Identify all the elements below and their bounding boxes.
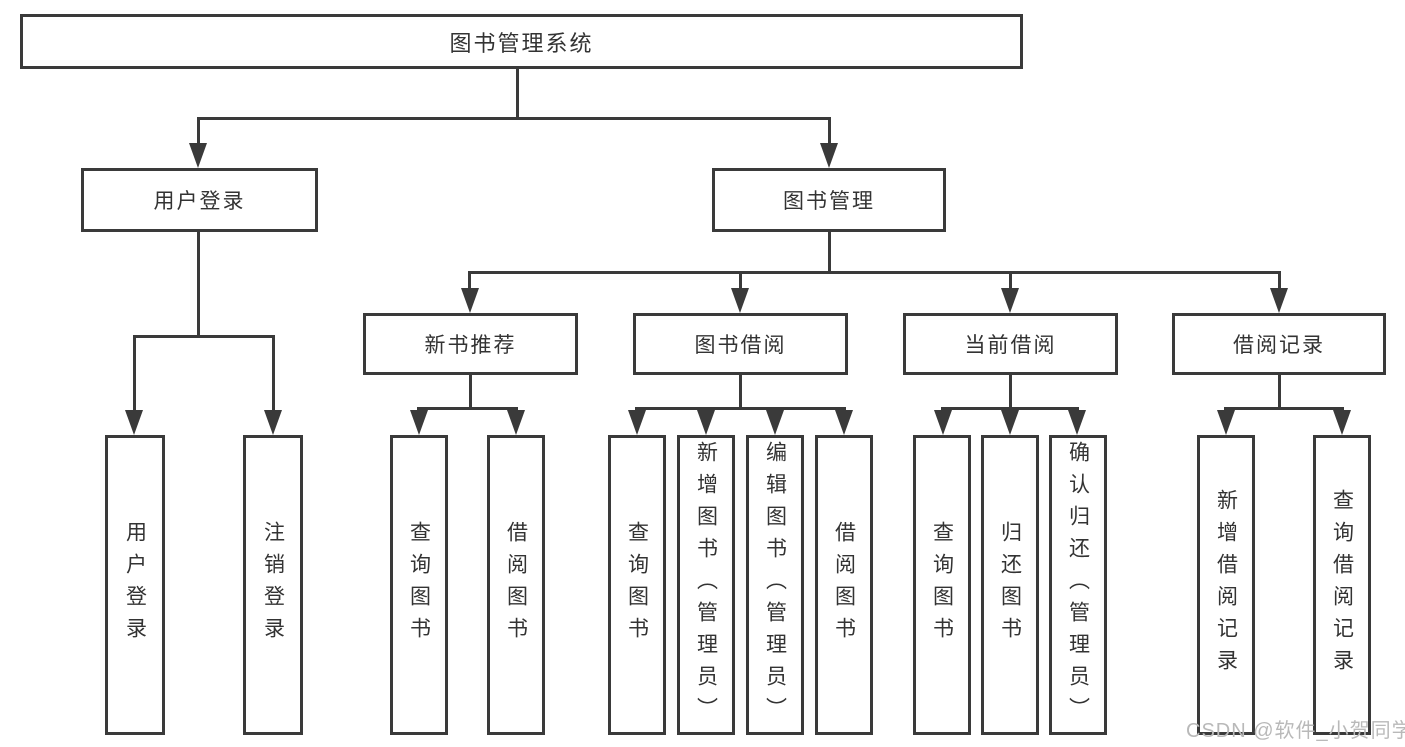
leaf-query-books-borrow-label: 查询图书 <box>625 521 649 649</box>
leaf-borrow-books-recommend: 借阅图书 <box>487 435 545 735</box>
arrow-down-icon <box>410 410 428 435</box>
node-book-borrow: 图书借阅 <box>633 313 848 375</box>
arrow-down-icon <box>934 410 952 435</box>
connector-line <box>828 117 831 150</box>
arrow-down-icon <box>1333 410 1351 435</box>
leaf-query-books-current-label: 查询图书 <box>930 521 954 649</box>
connector-line <box>468 271 1281 274</box>
leaf-add-book-admin: 新增图书（管理员） <box>677 435 735 735</box>
arrow-down-icon <box>1270 288 1288 313</box>
leaf-return-books: 归还图书 <box>981 435 1039 735</box>
leaf-add-book-admin-label: 新增图书（管理员） <box>694 441 718 729</box>
connector-line <box>739 271 742 292</box>
connector-line <box>1009 375 1012 409</box>
arrow-down-icon <box>264 410 282 435</box>
leaf-borrow-books: 借阅图书 <box>815 435 873 735</box>
leaf-borrow-books-label: 借阅图书 <box>832 521 856 649</box>
node-new-book-recommend: 新书推荐 <box>363 313 578 375</box>
node-user-login-label: 用户登录 <box>153 190 246 213</box>
arrow-down-icon <box>125 410 143 435</box>
node-borrow-records-label: 借阅记录 <box>1233 334 1325 357</box>
leaf-query-books-current: 查询图书 <box>913 435 971 735</box>
leaf-return-books-label: 归还图书 <box>998 521 1022 649</box>
node-library-system: 图书管理系统 <box>20 14 1023 69</box>
leaf-edit-book-admin-label: 编辑图书（管理员） <box>763 441 787 729</box>
connector-line <box>272 335 275 414</box>
node-current-borrow-label: 当前借阅 <box>964 334 1057 357</box>
arrow-down-icon <box>1068 410 1086 435</box>
arrow-down-icon <box>507 410 525 435</box>
node-borrow-records: 借阅记录 <box>1172 313 1386 375</box>
connector-line <box>1278 271 1281 292</box>
connector-line <box>516 69 519 117</box>
leaf-logout-label: 注销登录 <box>261 521 285 649</box>
connector-line <box>635 407 846 410</box>
arrow-down-icon <box>628 410 646 435</box>
connector-line <box>197 117 200 150</box>
connector-line <box>828 232 831 273</box>
connector-line <box>468 271 471 292</box>
arrow-down-icon <box>461 288 479 313</box>
leaf-add-borrow-record-label: 新增借阅记录 <box>1214 489 1238 681</box>
connector-line <box>197 117 831 120</box>
connector-line <box>1009 271 1012 292</box>
leaf-user-login-label: 用户登录 <box>123 521 147 649</box>
node-book-borrow-label: 图书借阅 <box>694 334 787 357</box>
node-book-management-label: 图书管理 <box>783 190 875 213</box>
connector-line <box>133 335 136 414</box>
arrow-down-icon <box>1217 410 1235 435</box>
leaf-query-books-borrow: 查询图书 <box>608 435 666 735</box>
arrow-down-icon <box>189 143 207 168</box>
arrow-down-icon <box>835 410 853 435</box>
leaf-query-borrow-record: 查询借阅记录 <box>1313 435 1371 735</box>
node-user-login: 用户登录 <box>81 168 318 232</box>
node-current-borrow: 当前借阅 <box>903 313 1118 375</box>
connector-line <box>197 232 200 338</box>
leaf-query-books-recommend-label: 查询图书 <box>407 521 431 649</box>
leaf-user-login: 用户登录 <box>105 435 165 735</box>
leaf-borrow-books-recommend-label: 借阅图书 <box>504 521 528 649</box>
connector-line <box>469 375 472 409</box>
leaf-query-books-recommend: 查询图书 <box>390 435 448 735</box>
connector-line <box>941 407 1079 410</box>
node-library-system-label: 图书管理系统 <box>449 30 594 56</box>
connector-line <box>1224 407 1344 410</box>
node-book-management: 图书管理 <box>712 168 946 232</box>
connector-line <box>417 407 518 410</box>
arrow-down-icon <box>1001 410 1019 435</box>
arrow-down-icon <box>697 410 715 435</box>
connector-line <box>133 335 275 338</box>
leaf-logout: 注销登录 <box>243 435 303 735</box>
watermark: CSDN @软件_小贺同学 <box>1186 720 1405 742</box>
connector-line <box>1278 375 1281 409</box>
arrow-down-icon <box>731 288 749 313</box>
leaf-confirm-return-admin-label: 确认归还（管理员） <box>1066 441 1090 729</box>
node-new-book-recommend-label: 新书推荐 <box>424 334 517 357</box>
arrow-down-icon <box>820 143 838 168</box>
leaf-add-borrow-record: 新增借阅记录 <box>1197 435 1255 735</box>
leaf-query-borrow-record-label: 查询借阅记录 <box>1330 489 1354 681</box>
connector-line <box>739 375 742 409</box>
arrow-down-icon <box>766 410 784 435</box>
leaf-confirm-return-admin: 确认归还（管理员） <box>1049 435 1107 735</box>
arrow-down-icon <box>1001 288 1019 313</box>
leaf-edit-book-admin: 编辑图书（管理员） <box>746 435 804 735</box>
